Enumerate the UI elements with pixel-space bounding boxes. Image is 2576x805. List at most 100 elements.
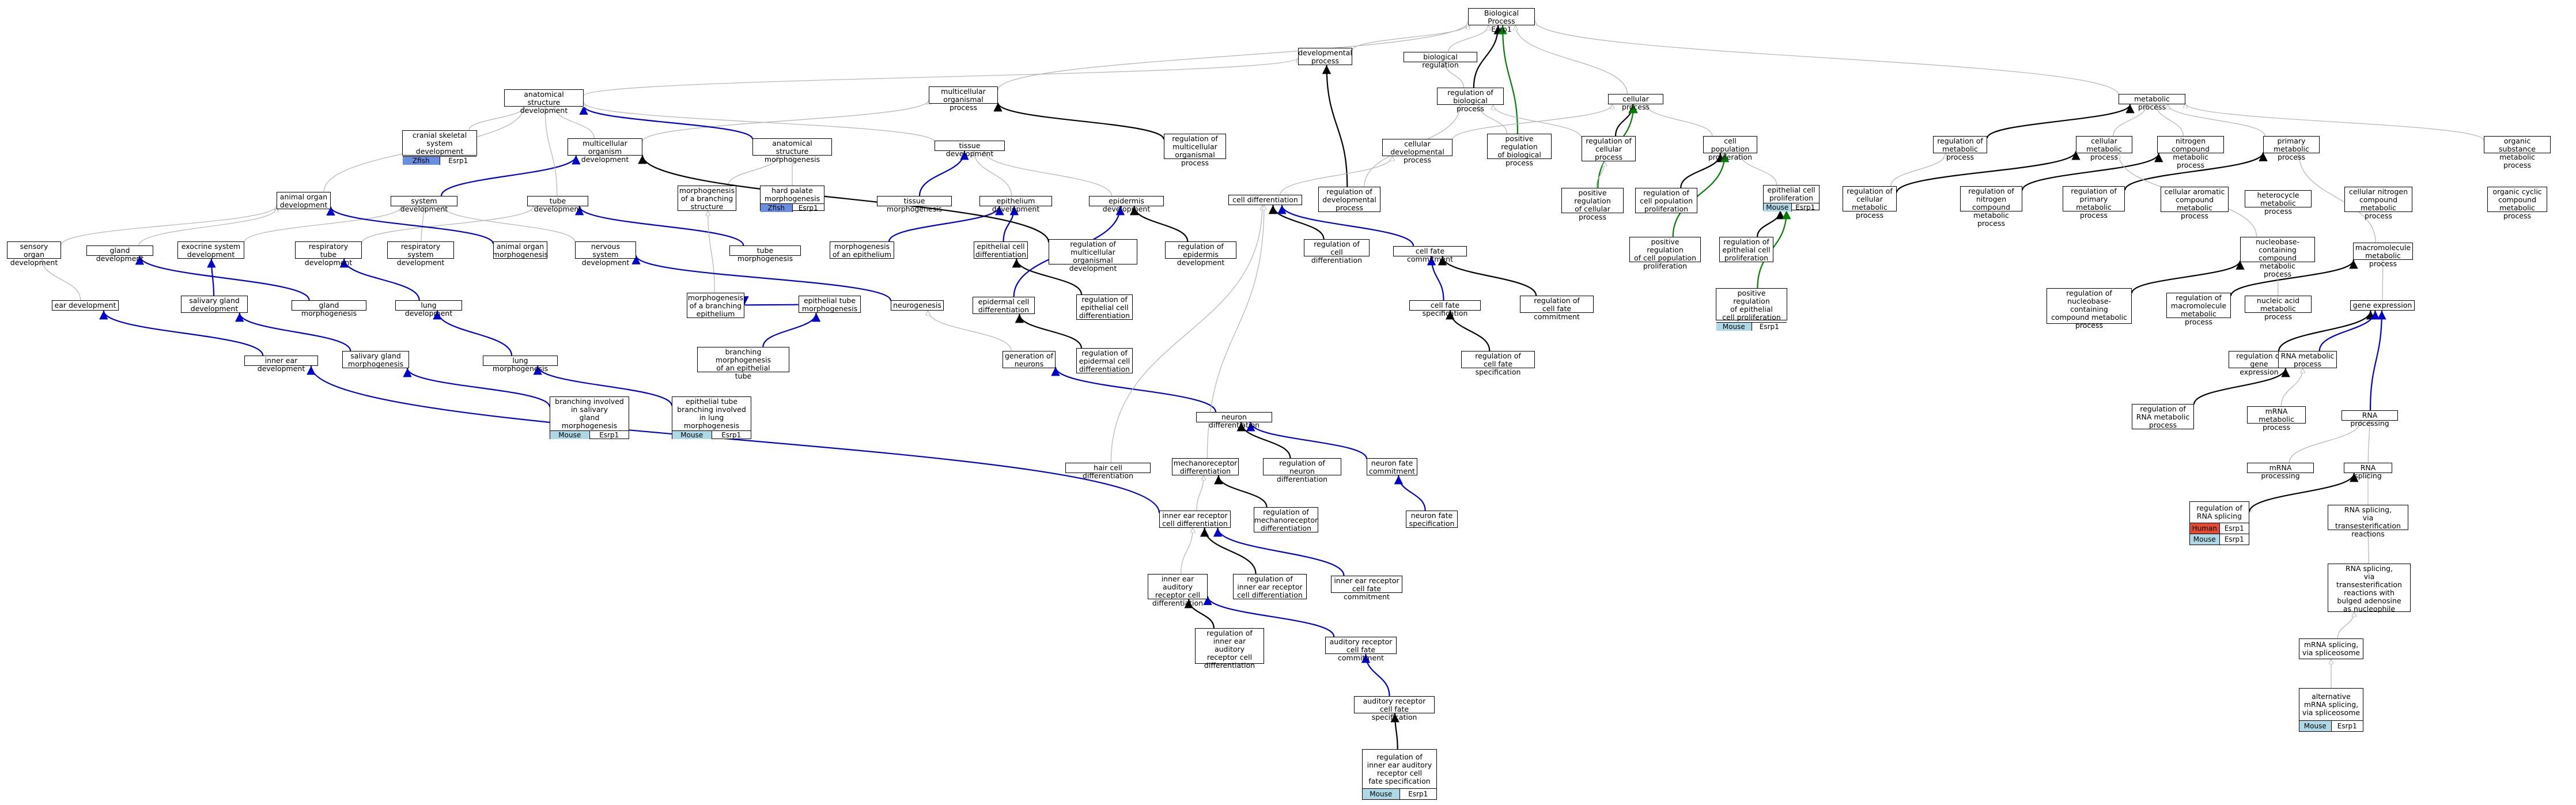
go-term-node-primp[interactable]: primary metabolic process <box>2263 136 2320 161</box>
go-term-node-altmrna[interactable]: alternative mRNA splicing, via spliceoso… <box>2299 688 2363 732</box>
go-term-node-regbp[interactable]: regulation of biological process <box>1437 88 1504 113</box>
go-term-node-arcfc[interactable]: auditory receptor cell fate commitment <box>1325 637 1397 662</box>
go-term-node-regcpp[interactable]: regulation of cell population proliferat… <box>1635 188 1697 213</box>
go-term-node-respsys[interactable]: respiratory system development <box>387 241 454 267</box>
go-term-node-regrnamp[interactable]: regulation of RNA metabolic process <box>2132 404 2194 429</box>
go-term-node-regepidcelldiff[interactable]: regulation of epidermal cell differentia… <box>1076 348 1133 373</box>
go-term-node-regmechdiff[interactable]: regulation of mechanoreceptor differenti… <box>1254 507 1318 532</box>
go-term-node-rnasplicingtrans[interactable]: RNA splicing, via transesterification re… <box>2328 505 2408 538</box>
go-term-node-regneurdiff[interactable]: regulation of neuron differentiation <box>1263 458 1341 483</box>
go-term-node-nucacid[interactable]: nucleic acid metabolic process <box>2245 296 2312 321</box>
go-term-node-arcfs[interactable]: auditory receptor cell fate specificatio… <box>1354 696 1435 721</box>
go-term-node-epidcelldiff[interactable]: epidermal cell differentiation <box>973 297 1035 314</box>
go-term-node-exocrine[interactable]: exocrine system development <box>177 241 244 259</box>
go-term-node-regepiddev[interactable]: regulation of epidermis development <box>1165 241 1236 267</box>
go-term-node-mrnasplicing[interactable]: mRNA splicing, via spliceosome <box>2299 638 2363 659</box>
go-term-node-innereardev[interactable]: inner ear development <box>244 356 318 373</box>
go-term-node-cnmp[interactable]: cellular nitrogen compound metabolic pro… <box>2344 187 2412 220</box>
go-term-node-rnasplicingbulged[interactable]: RNA splicing, via transesterification re… <box>2328 564 2411 613</box>
go-term-node-neurdiff[interactable]: neuron differentiation <box>1196 412 1272 429</box>
go-term-node-posregcpp[interactable]: positive regulation of cell population p… <box>1629 237 1701 270</box>
go-term-node-regmp[interactable]: regulation of metabolic process <box>1933 136 1987 161</box>
go-term-node-celldiff[interactable]: cell differentiation <box>1228 195 1302 205</box>
go-term-node-posregcp[interactable]: positive regulation of cellular process <box>1561 188 1624 221</box>
go-term-node-regieafs[interactable]: regulation of inner ear auditory recepto… <box>1362 749 1437 800</box>
go-term-node-camp[interactable]: cellular aromatic compound metabolic pro… <box>2161 187 2229 220</box>
go-term-node-geneexp[interactable]: gene expression <box>2350 300 2415 311</box>
go-term-node-regncmp[interactable]: regulation of nitrogen compound metaboli… <box>1960 186 2022 228</box>
go-term-node-regnbcmp[interactable]: regulation of nucleobase-containing comp… <box>2047 288 2132 330</box>
go-term-node-regdp[interactable]: regulation of developmental process <box>1318 187 1380 212</box>
go-term-node-salivdev[interactable]: salivary gland development <box>181 296 248 313</box>
go-term-node-moab[interactable]: morphogenesis of a branching structure <box>678 186 736 211</box>
go-term-node-osmp[interactable]: organic substance metabolic process <box>2484 136 2551 169</box>
go-term-node-posregepiprolif[interactable]: positive regulation of epithelial cell p… <box>1716 288 1787 331</box>
go-term-node-epiddev[interactable]: epidermis development <box>1089 196 1164 213</box>
go-term-node-salivmorph[interactable]: salivary gland morphogenesis <box>342 351 409 368</box>
go-term-node-regcmp[interactable]: regulation of cellular metabolic process <box>1843 186 1897 220</box>
go-term-node-haircell[interactable]: hair cell differentiation <box>1065 463 1151 480</box>
go-term-node-mmp[interactable]: macromolecule metabolic process <box>2353 243 2413 268</box>
go-term-node-aom[interactable]: animal organ morphogenesis <box>493 241 548 259</box>
go-term-node-mbe[interactable]: morphogenesis of a branching epithelium <box>687 293 744 318</box>
go-term-node-tubedev[interactable]: tube development <box>527 196 588 213</box>
go-term-node-ocmp[interactable]: organic cyclic compound metabolic proces… <box>2487 187 2547 220</box>
go-term-node-nbcmp[interactable]: nucleobase-containing compound metabolic… <box>2240 237 2315 278</box>
go-term-node-branchepitube[interactable]: branching morphogenesis of an epithelial… <box>697 347 789 380</box>
go-term-node-ierfc[interactable]: inner ear receptor cell fate commitment <box>1331 576 1402 601</box>
go-term-node-sysdev[interactable]: system development <box>391 196 457 213</box>
go-term-node-aod[interactable]: animal organ development <box>277 192 331 209</box>
go-term-node-moae[interactable]: morphogenesis of an epithelium <box>830 241 894 259</box>
go-term-node-mrnaproc[interactable]: mRNA processing <box>2247 463 2314 480</box>
go-term-node-cellulardev[interactable]: cellular developmental process <box>1382 139 1452 164</box>
go-term-node-regierd[interactable]: regulation of inner ear receptor cell di… <box>1233 574 1307 599</box>
go-term-node-cellproc[interactable]: cellular process <box>1608 94 1663 111</box>
go-term-node-epicelldiff[interactable]: epithelial cell differentiation <box>974 241 1028 259</box>
go-term-node-mrnamp[interactable]: mRNA metabolic process <box>2247 406 2306 432</box>
go-term-node-nsd[interactable]: nervous system development <box>575 241 636 267</box>
go-term-node-regcelldiff[interactable]: regulation of cell differentiation <box>1304 239 1370 264</box>
go-term-node-bioreg[interactable]: biological regulation <box>1404 52 1477 69</box>
go-term-node-regcp[interactable]: regulation of cellular process <box>1582 136 1636 161</box>
go-term-node-regmod[interactable]: regulation of multicellular organismal d… <box>1049 239 1137 273</box>
go-term-node-lungmorph[interactable]: lung morphogenesis <box>483 356 558 373</box>
go-term-node-tissuedev[interactable]: tissue development <box>935 141 1005 158</box>
go-term-node-mod[interactable]: multicellular organism development <box>568 138 642 164</box>
go-term-node-regpmp[interactable]: regulation of primary metabolic process <box>2063 186 2125 220</box>
go-term-node-regepicelldiff[interactable]: regulation of epithelial cell differenti… <box>1076 294 1133 320</box>
go-term-node-rnaproc[interactable]: RNA processing <box>2342 410 2398 428</box>
go-term-node-tissuemorph[interactable]: tissue morphogenesis <box>877 196 952 213</box>
go-term-node-resptube[interactable]: respiratory tube development <box>295 241 362 267</box>
go-term-node-regepiprolif[interactable]: regulation of epithelial cell proliferat… <box>1719 237 1773 262</box>
go-term-node-epitubebranch[interactable]: epithelial tube branching involved in lu… <box>672 396 751 439</box>
go-term-node-branchsaliv[interactable]: branching involved in salivary gland mor… <box>550 396 629 439</box>
go-term-node-bp[interactable]: Biological Process Esrp1 <box>1468 8 1535 33</box>
go-term-node-neurogen[interactable]: neurogenesis <box>891 300 944 311</box>
go-term-node-mechdiff[interactable]: mechanoreceptor differentiation <box>1172 458 1239 475</box>
go-term-node-cellfatecomm[interactable]: cell fate commitment <box>1393 246 1467 263</box>
go-term-node-hetero[interactable]: heterocycle metabolic process <box>2245 190 2312 216</box>
go-term-node-genneur[interactable]: generation of neurons <box>1003 351 1056 368</box>
go-term-node-regmop[interactable]: regulation of multicellular organismal p… <box>1164 134 1226 167</box>
go-term-node-asd[interactable]: anatomical structure development <box>504 89 584 115</box>
go-term-node-regieacd[interactable]: regulation of inner ear auditory recepto… <box>1195 628 1264 670</box>
go-term-node-regcellfatecomm[interactable]: regulation of cell fate commitment <box>1520 296 1594 321</box>
go-term-node-posregbp[interactable]: positive regulation of biological proces… <box>1487 134 1552 167</box>
go-term-node-sensory[interactable]: sensory organ development <box>7 241 61 267</box>
go-term-node-rnasplicing[interactable]: RNA splicing <box>2344 463 2392 480</box>
go-term-node-neurfatecomm[interactable]: neuron fate commitment <box>1367 458 1417 475</box>
go-term-node-cellmp[interactable]: cellular metabolic process <box>2076 136 2132 161</box>
go-term-node-epitubemorph[interactable]: epithelial tube morphogenesis <box>799 296 861 313</box>
go-term-node-tubemorph[interactable]: tube morphogenesis <box>729 245 801 263</box>
go-term-node-lungdev[interactable]: lung development <box>395 300 462 318</box>
go-term-node-epidev[interactable]: epithelium development <box>979 196 1052 213</box>
go-term-node-regcellfatespec[interactable]: regulation of cell fate specification <box>1461 351 1535 376</box>
go-term-node-ncmp[interactable]: nitrogen compound metabolic process <box>2157 136 2224 169</box>
go-term-node-devproc[interactable]: developmental process <box>1298 48 1352 65</box>
go-term-node-regmmp[interactable]: regulation of macromolecule metabolic pr… <box>2166 293 2231 326</box>
go-term-node-asm[interactable]: anatomical structure morphogenesis <box>752 138 832 164</box>
go-term-node-eardev[interactable]: ear development <box>52 300 119 311</box>
